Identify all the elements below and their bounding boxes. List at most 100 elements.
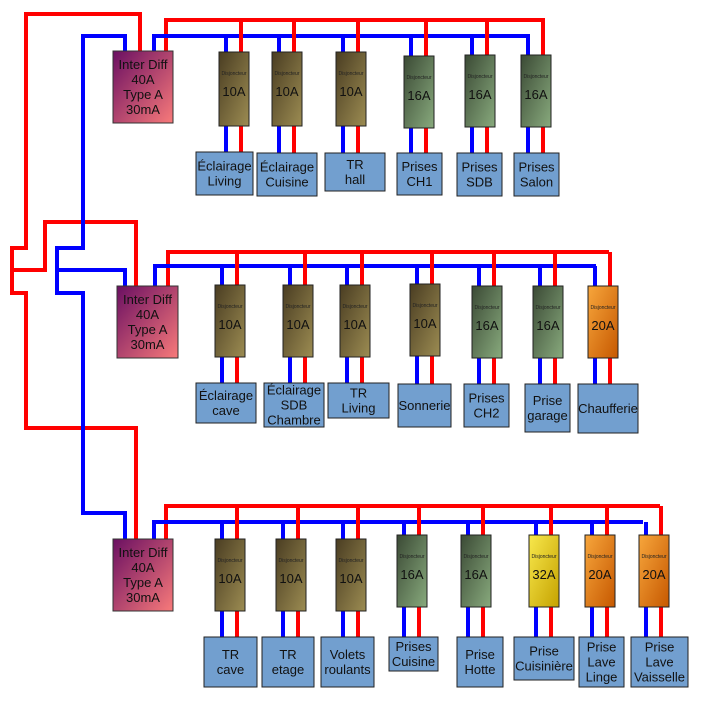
breaker-rating: 16A (400, 567, 423, 582)
breaker-rating: 20A (642, 567, 665, 582)
breaker-caption: Disjoncteur (531, 554, 556, 560)
load-label-line: etage (272, 662, 305, 677)
load-circuit: Chaufferie (577, 383, 639, 434)
load-label-line: Prises (518, 160, 555, 175)
breaker-caption: Disjoncteur (406, 75, 431, 81)
breaker-rating: 10A (339, 571, 362, 586)
breaker-rating: 16A (524, 87, 547, 102)
breaker-rating: 10A (339, 84, 362, 99)
load-label-line: Prises (468, 391, 505, 406)
breaker-caption: Disjoncteur (274, 71, 299, 77)
neutral-bus (152, 520, 643, 539)
neutral-feeder-branch (57, 268, 127, 286)
phase-feeder-branch (12, 220, 138, 286)
load-label-line: Chaufferie (578, 401, 638, 416)
breaker-rating: 10A (275, 84, 298, 99)
load-label-line: Living (208, 174, 242, 189)
breaker-rating: 10A (218, 317, 241, 332)
breaker-rating: 10A (286, 317, 309, 332)
breaker-rating: 32A (532, 567, 555, 582)
load-label-line: hall (345, 172, 365, 187)
breaker-rating: 16A (475, 318, 498, 333)
load-label-line: Prises (461, 160, 498, 175)
breaker-caption: Disjoncteur (463, 554, 488, 560)
load-label-line: Chambre (267, 413, 320, 428)
breaker-caption: Disjoncteur (285, 304, 310, 310)
load-label-line: Prise (587, 640, 617, 655)
breaker-caption: Disjoncteur (535, 305, 560, 311)
load-label-line: Cuisine (265, 175, 308, 190)
load-label-line: Prise (529, 644, 559, 659)
load-label-line: SDB (466, 175, 493, 190)
differential-label-line: Inter Diff (119, 545, 168, 560)
breaker-rating: 16A (464, 567, 487, 582)
breaker-caption: Disjoncteur (278, 558, 303, 564)
load-label-line: cave (217, 662, 244, 677)
load-label-line: Vaisselle (634, 670, 685, 685)
breaker-rating: 10A (343, 317, 366, 332)
load-label-line: roulants (324, 662, 371, 677)
breaker-caption: Disjoncteur (217, 304, 242, 310)
differential-label-line: Type A (128, 322, 168, 337)
neutral-bus (153, 264, 596, 286)
differential-label-line: 40A (131, 560, 154, 575)
phase-bus (164, 18, 545, 51)
circuit-breaker: Disjoncteur 10A (282, 284, 314, 358)
load-label-line: Éclairage (260, 160, 314, 175)
circuit-breaker: Disjoncteur 16A (396, 534, 428, 608)
load-label-line: Sonnerie (398, 398, 450, 413)
load-circuit: Sonnerie (397, 383, 452, 428)
load-label-line: Volets (330, 647, 366, 662)
load-label-line: Prise (533, 393, 563, 408)
load-label-line: Prise (645, 640, 675, 655)
breaker-caption: Disjoncteur (399, 554, 424, 560)
wires (10, 12, 663, 637)
load-label-line: Linge (586, 670, 618, 685)
load-label: Chaufferie (578, 401, 638, 416)
load-label-line: cave (212, 403, 239, 418)
breaker-rating: 16A (468, 87, 491, 102)
differential-label-line: 30mA (131, 337, 165, 352)
load-label: Sonnerie (398, 398, 450, 413)
load-label-line: Éclairage (197, 159, 251, 174)
load-label-line: TR (279, 647, 296, 662)
load-label-line: Salon (520, 175, 553, 190)
